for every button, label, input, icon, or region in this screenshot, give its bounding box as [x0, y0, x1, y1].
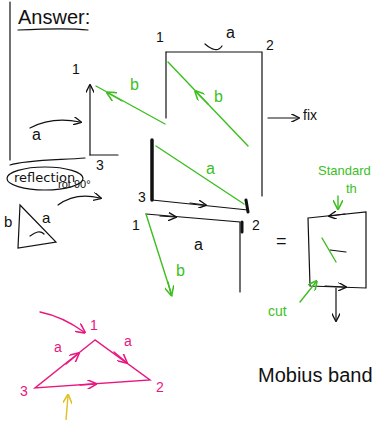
- tick: [241, 222, 244, 232]
- lower-triangle: [146, 214, 240, 292]
- square-left-edge: [165, 52, 166, 118]
- yellow-arrow: [66, 396, 68, 420]
- sketch-label: 1: [90, 318, 98, 333]
- pink-strokes: [35, 312, 150, 388]
- green-arrow: [337, 196, 338, 208]
- sketch-label: Mobius band: [258, 364, 373, 386]
- green-edge: [146, 214, 172, 296]
- sketch-label: a: [124, 334, 132, 349]
- sketch-label: b: [214, 88, 223, 106]
- border-line: [9, 2, 10, 160]
- sketch-label: Standard: [318, 164, 371, 178]
- edge-arrow: [160, 216, 175, 217]
- sketch-label: 3: [96, 158, 104, 173]
- edge-arrow: [190, 203, 205, 205]
- sketch-label: a: [206, 160, 215, 178]
- small-triangle: [18, 205, 56, 248]
- triangle-edge: [90, 154, 118, 155]
- top-edge: [152, 200, 248, 210]
- sketch-label: 1: [72, 62, 80, 77]
- sketch-label: cut: [268, 304, 287, 319]
- green-arrow: [196, 92, 208, 104]
- down-arrow: [335, 288, 336, 320]
- heading: Answer:: [18, 6, 90, 28]
- edge-arrow: [330, 214, 345, 216]
- sketch-label: a: [226, 24, 235, 42]
- triangle-edge: [89, 86, 90, 155]
- pink-triangle: [35, 340, 150, 388]
- green-diagonal: [156, 146, 244, 204]
- pink-arrow: [114, 352, 126, 362]
- edge-arrow: [325, 286, 345, 287]
- sketch-label: a: [54, 340, 62, 355]
- angle-mark: [30, 232, 44, 236]
- sketch-label: rot 90°: [58, 178, 91, 190]
- curve: [10, 158, 85, 165]
- fix-arrow: [268, 117, 298, 118]
- sketch-label: 3: [20, 384, 28, 399]
- sketch-label: b: [176, 262, 185, 280]
- scribble: [205, 44, 222, 50]
- green-diagonal: [168, 62, 248, 146]
- sketch-label: a: [32, 126, 41, 144]
- green-strokes: [96, 62, 338, 302]
- sketch-label: 3: [138, 190, 146, 205]
- pink-arrow: [80, 384, 95, 385]
- green-hatch: [322, 238, 336, 262]
- rotate-arrow: [58, 196, 100, 205]
- pink-arrow: [66, 354, 78, 364]
- standard-square: [308, 212, 366, 288]
- sketch-label: b: [130, 76, 139, 94]
- sketch-label: =: [276, 232, 287, 252]
- green-arrow: [168, 282, 171, 294]
- sketch-label: fix: [303, 108, 317, 123]
- dash: [330, 250, 346, 252]
- sketch-label: th: [346, 182, 357, 196]
- underline: [18, 29, 88, 30]
- sketch-label: 1: [156, 30, 164, 45]
- cut-arrow: [300, 282, 316, 302]
- sketch-label: 2: [156, 380, 164, 395]
- sketch-label: a: [42, 210, 50, 227]
- sketch-label: a: [194, 236, 203, 254]
- tick: [246, 200, 248, 212]
- square-edges: [166, 52, 262, 196]
- thick-edge: [150, 140, 154, 200]
- pink-arrow: [40, 312, 84, 332]
- sketch-label: b: [4, 214, 12, 231]
- green-arrow: [108, 93, 122, 101]
- sketch-label: 1: [132, 218, 140, 233]
- black-strokes: [10, 2, 366, 320]
- sketch-label: 2: [252, 218, 260, 233]
- sketch-label: 2: [266, 38, 274, 53]
